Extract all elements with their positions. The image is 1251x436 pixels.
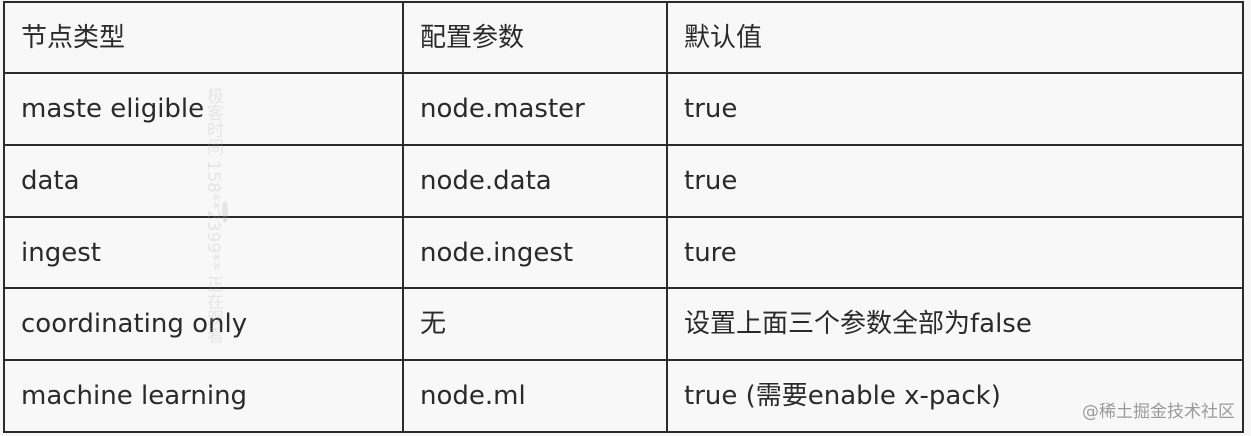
header-default-value: 默认值 xyxy=(666,1,1244,74)
header-config-param: 配置参数 xyxy=(402,1,668,74)
table-row: data node.data true xyxy=(3,144,1244,218)
cell-config-param: node.data xyxy=(402,144,668,218)
cell-node-type: maste eligible xyxy=(3,72,404,146)
node-types-table: 节点类型 配置参数 默认值 maste eligible node.master… xyxy=(3,1,1244,433)
cell-default-value: ture xyxy=(666,216,1244,289)
cell-node-type: ingest xyxy=(3,216,404,289)
cell-config-param: node.master xyxy=(402,72,668,146)
table-header-row: 节点类型 配置参数 默认值 xyxy=(3,1,1244,74)
table-row: coordinating only 无 设置上面三个参数全部为false xyxy=(3,287,1244,361)
cell-default-value: 设置上面三个参数全部为false xyxy=(666,287,1244,361)
cell-node-type: data xyxy=(3,144,404,218)
cell-config-param: node.ingest xyxy=(402,216,668,289)
table-row: machine learning node.ml true (需要enable … xyxy=(3,359,1244,433)
cell-default-value: true xyxy=(666,72,1244,146)
cell-node-type: machine learning xyxy=(3,359,404,433)
header-node-type: 节点类型 xyxy=(3,1,404,74)
table-row: maste eligible node.master true xyxy=(3,72,1244,146)
cell-default-value: true xyxy=(666,144,1244,218)
cell-node-type: coordinating only xyxy=(3,287,404,361)
cell-config-param: node.ml xyxy=(402,359,668,433)
table-row: ingest node.ingest ture xyxy=(3,216,1244,289)
cell-config-param: 无 xyxy=(402,287,668,361)
cell-default-value: true (需要enable x-pack) xyxy=(666,359,1244,433)
